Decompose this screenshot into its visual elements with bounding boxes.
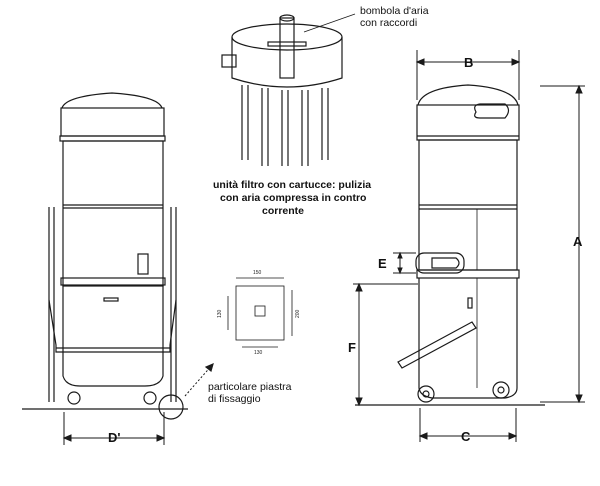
side-top-section xyxy=(416,104,520,141)
side-latch xyxy=(467,297,473,309)
plate-arrowhead xyxy=(204,362,214,373)
filter-cartridge-3 xyxy=(281,90,289,166)
dimension-b xyxy=(415,50,521,100)
dimension-f xyxy=(353,282,418,407)
side-wheel-right-hub xyxy=(497,386,505,394)
filter-cartridge-5 xyxy=(321,88,329,160)
front-body xyxy=(62,140,164,287)
plate-bottom-value: 130 xyxy=(254,350,263,356)
side-top-handle xyxy=(474,103,510,119)
dimension-d xyxy=(62,412,166,445)
side-container xyxy=(418,278,518,399)
front-cradle xyxy=(48,299,177,353)
bombola-leader xyxy=(303,13,356,33)
dimension-f-label: F xyxy=(348,340,356,355)
front-container xyxy=(62,285,164,387)
filter-tank-top xyxy=(279,14,295,22)
front-dome xyxy=(61,92,163,109)
side-inlet xyxy=(415,252,465,274)
filter-cartridge-2 xyxy=(261,88,269,166)
side-inlet-mouth xyxy=(431,257,460,269)
filtro-label-1: unità filtro con cartucce: pulizia xyxy=(213,179,371,191)
dimension-e-label: E xyxy=(378,256,387,271)
dimension-a xyxy=(540,84,585,404)
plate-left-value: 130 xyxy=(217,309,223,318)
side-view xyxy=(355,84,545,406)
dimension-a-label: A xyxy=(573,234,583,249)
filter-unit xyxy=(221,13,356,166)
filtro-label-3: corrente xyxy=(262,205,304,217)
side-wheel-right xyxy=(492,381,510,399)
piastra-label-2: di fissaggio xyxy=(208,393,261,405)
front-top-band xyxy=(59,135,166,142)
filter-cartridge-4 xyxy=(301,90,309,166)
dimension-b-label: B xyxy=(464,55,473,70)
side-lever xyxy=(397,321,477,369)
dimension-c xyxy=(418,408,518,442)
dimension-e xyxy=(393,251,416,275)
fixing-plate xyxy=(227,277,293,348)
bombola-label-1: bombola d'aria xyxy=(360,5,429,17)
piastra-label-1: particolare piastra xyxy=(208,381,292,393)
front-handle-slot xyxy=(103,297,119,302)
front-top-section xyxy=(60,107,165,137)
side-dome xyxy=(417,84,519,106)
side-wheel-left xyxy=(417,385,435,403)
plate-outline xyxy=(235,285,285,341)
dimension-d-label: D' xyxy=(108,430,120,445)
front-wheel-right xyxy=(143,391,157,405)
front-clamp-band xyxy=(60,277,166,286)
plate-right-value: 200 xyxy=(295,309,301,318)
filter-manifold xyxy=(267,41,307,47)
filtro-label-2: con aria compressa in contro xyxy=(220,192,366,204)
bombola-label-2: con raccordi xyxy=(360,17,417,29)
front-detail-circle xyxy=(158,394,184,420)
side-clamp-band xyxy=(416,269,520,279)
filter-cartridge-1 xyxy=(241,85,249,160)
filter-housing xyxy=(231,37,343,88)
filter-central-tank xyxy=(279,17,295,79)
front-wheel-left xyxy=(67,391,81,405)
plate-top-value: 150 xyxy=(253,270,262,276)
plate-arrow xyxy=(184,363,214,397)
plate-hole xyxy=(254,305,266,317)
side-wheel-left-hub xyxy=(422,390,430,398)
dimension-c-label: C xyxy=(461,429,471,444)
front-view xyxy=(22,92,188,420)
front-small-box xyxy=(137,253,149,275)
filter-side-fitting xyxy=(221,54,237,68)
